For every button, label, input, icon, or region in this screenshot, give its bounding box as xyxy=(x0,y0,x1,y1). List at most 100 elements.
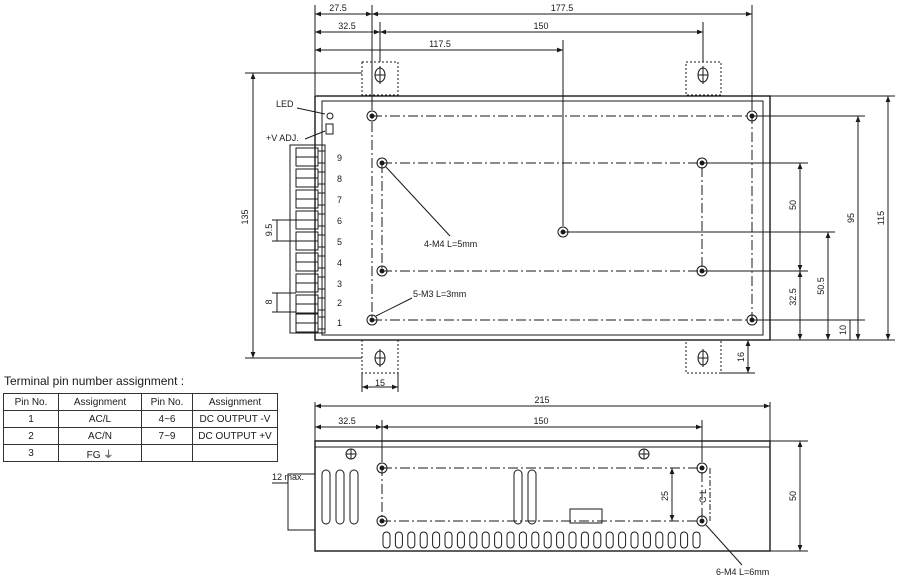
mount-holes xyxy=(366,110,758,326)
vent-fin xyxy=(506,531,515,549)
vent-slots-left xyxy=(321,469,359,525)
header-pin-no: Pin No. xyxy=(3,393,59,411)
vent-fin xyxy=(642,531,651,549)
pin-cell: 3 xyxy=(3,444,59,462)
vent-fin xyxy=(531,531,540,549)
center-mark: C L xyxy=(698,489,708,503)
table-row: 3 FG ⏚ xyxy=(3,444,278,462)
vent-fin xyxy=(556,531,565,549)
dim-115: 115 xyxy=(876,211,886,225)
chassis-outline xyxy=(314,95,771,341)
dim-150-side: 150 xyxy=(533,416,548,426)
terminal-number: 5 xyxy=(337,237,342,247)
vent-fin xyxy=(394,531,403,549)
dim-95: 95 xyxy=(846,213,856,223)
dim-215: 215 xyxy=(534,395,549,405)
pin-cell xyxy=(141,444,193,462)
vent-fin xyxy=(580,531,589,549)
header-assignment: Assignment xyxy=(58,393,142,411)
vent-fin xyxy=(419,531,428,549)
vent-fins-bottom xyxy=(382,531,701,549)
label-window xyxy=(569,508,603,524)
table-header-row: Pin No. Assignment Pin No. Assignment xyxy=(3,393,278,411)
dim-15: 15 xyxy=(375,378,385,388)
side-mount-holes xyxy=(376,462,708,527)
terminal-protrusion xyxy=(287,473,316,531)
header-pin-no: Pin No. xyxy=(141,393,193,411)
pin-cell: 1 xyxy=(3,410,59,428)
vent-fin xyxy=(382,531,391,549)
assignment-cell: DC OUTPUT +V xyxy=(192,427,278,445)
dim-12max: 12 max. xyxy=(272,472,304,482)
leader-4m4 xyxy=(385,166,451,237)
dim-177-5: 177.5 xyxy=(551,3,574,13)
dim-10: 10 xyxy=(838,325,848,335)
vent-fin xyxy=(655,531,664,549)
header-assignment: Assignment xyxy=(192,393,278,411)
vent-fin xyxy=(444,531,453,549)
pin-cell: 4~6 xyxy=(141,410,193,428)
dim-32-5-side: 32.5 xyxy=(338,416,356,426)
terminal-number: 2 xyxy=(337,298,342,308)
vent-fin xyxy=(469,531,478,549)
table-row: 2 AC/N 7~9 DC OUTPUT +V xyxy=(3,427,278,445)
dim-135: 135 xyxy=(240,209,250,224)
dim-32-5: 32.5 xyxy=(338,21,356,31)
vent-fin xyxy=(605,531,614,549)
vent-slots-middle xyxy=(513,469,537,525)
terminal-number: 3 xyxy=(337,279,342,289)
vent-fin xyxy=(494,531,503,549)
mount-note-4m4: 4-M4 L=5mm xyxy=(424,239,477,249)
terminal-number: 7 xyxy=(337,195,342,205)
leader-5m3 xyxy=(375,297,413,317)
dim-27-5: 27.5 xyxy=(329,3,347,13)
vent-fin xyxy=(680,531,689,549)
terminal-number: 8 xyxy=(337,174,342,184)
mount-note-5m3: 5-M3 L=3mm xyxy=(413,289,466,299)
dim-50-side: 50 xyxy=(788,491,798,501)
vent-fin xyxy=(630,531,639,549)
side-view xyxy=(272,402,808,566)
vent-fin xyxy=(481,531,490,549)
vent-fin xyxy=(568,531,577,549)
vent-fin xyxy=(456,531,465,549)
vent-fin xyxy=(667,531,676,549)
side-mount-pattern xyxy=(381,467,703,522)
led-indicator xyxy=(326,112,334,120)
top-view xyxy=(245,5,895,392)
dim-117-5: 117.5 xyxy=(429,39,451,49)
dim-9-5: 9.5 xyxy=(264,224,274,237)
assignment-cell xyxy=(192,444,278,462)
pin-cell: 7~9 xyxy=(141,427,193,445)
terminal-number: 4 xyxy=(337,258,342,268)
top-view-labels: 27.5 177.5 32.5 150 117.5 135 115 95 50 … xyxy=(240,3,886,388)
assignment-cell: DC OUTPUT -V xyxy=(192,410,278,428)
pin-cell: 2 xyxy=(3,427,59,445)
terminal-block xyxy=(289,144,326,334)
vent-fin xyxy=(518,531,527,549)
terminal-number: 6 xyxy=(337,216,342,226)
dim-150: 150 xyxy=(533,21,548,31)
mount-note-6m4: 6-M4 L=6mm xyxy=(716,567,769,577)
vadj-label: +V ADJ. xyxy=(266,133,299,143)
vent-fin xyxy=(593,531,602,549)
terminals xyxy=(295,147,326,333)
assignment-cell: FG ⏚ xyxy=(58,444,142,462)
assignment-cell: AC/N xyxy=(58,427,142,445)
side-view-labels: 215 32.5 150 50 25 C L 12 max. 6-M4 L=6m… xyxy=(272,395,798,577)
dim-32-5-right: 32.5 xyxy=(788,288,798,306)
terminal-number: 1 xyxy=(337,318,342,328)
leader-6m4 xyxy=(705,524,743,566)
pin-assignment-table: Pin No. Assignment Pin No. Assignment 1 … xyxy=(3,393,278,462)
vent-fin xyxy=(432,531,441,549)
dim-50-5: 50.5 xyxy=(816,277,826,295)
assignment-cell: AC/L xyxy=(58,410,142,428)
vent-fin xyxy=(407,531,416,549)
led-label: LED xyxy=(276,99,294,109)
vent-fin xyxy=(692,531,701,549)
vent-fin xyxy=(618,531,627,549)
vent-fin xyxy=(543,531,552,549)
terminal-number: 9 xyxy=(337,153,342,163)
mount-pattern-inner xyxy=(381,162,703,272)
dim-16: 16 xyxy=(736,352,746,362)
